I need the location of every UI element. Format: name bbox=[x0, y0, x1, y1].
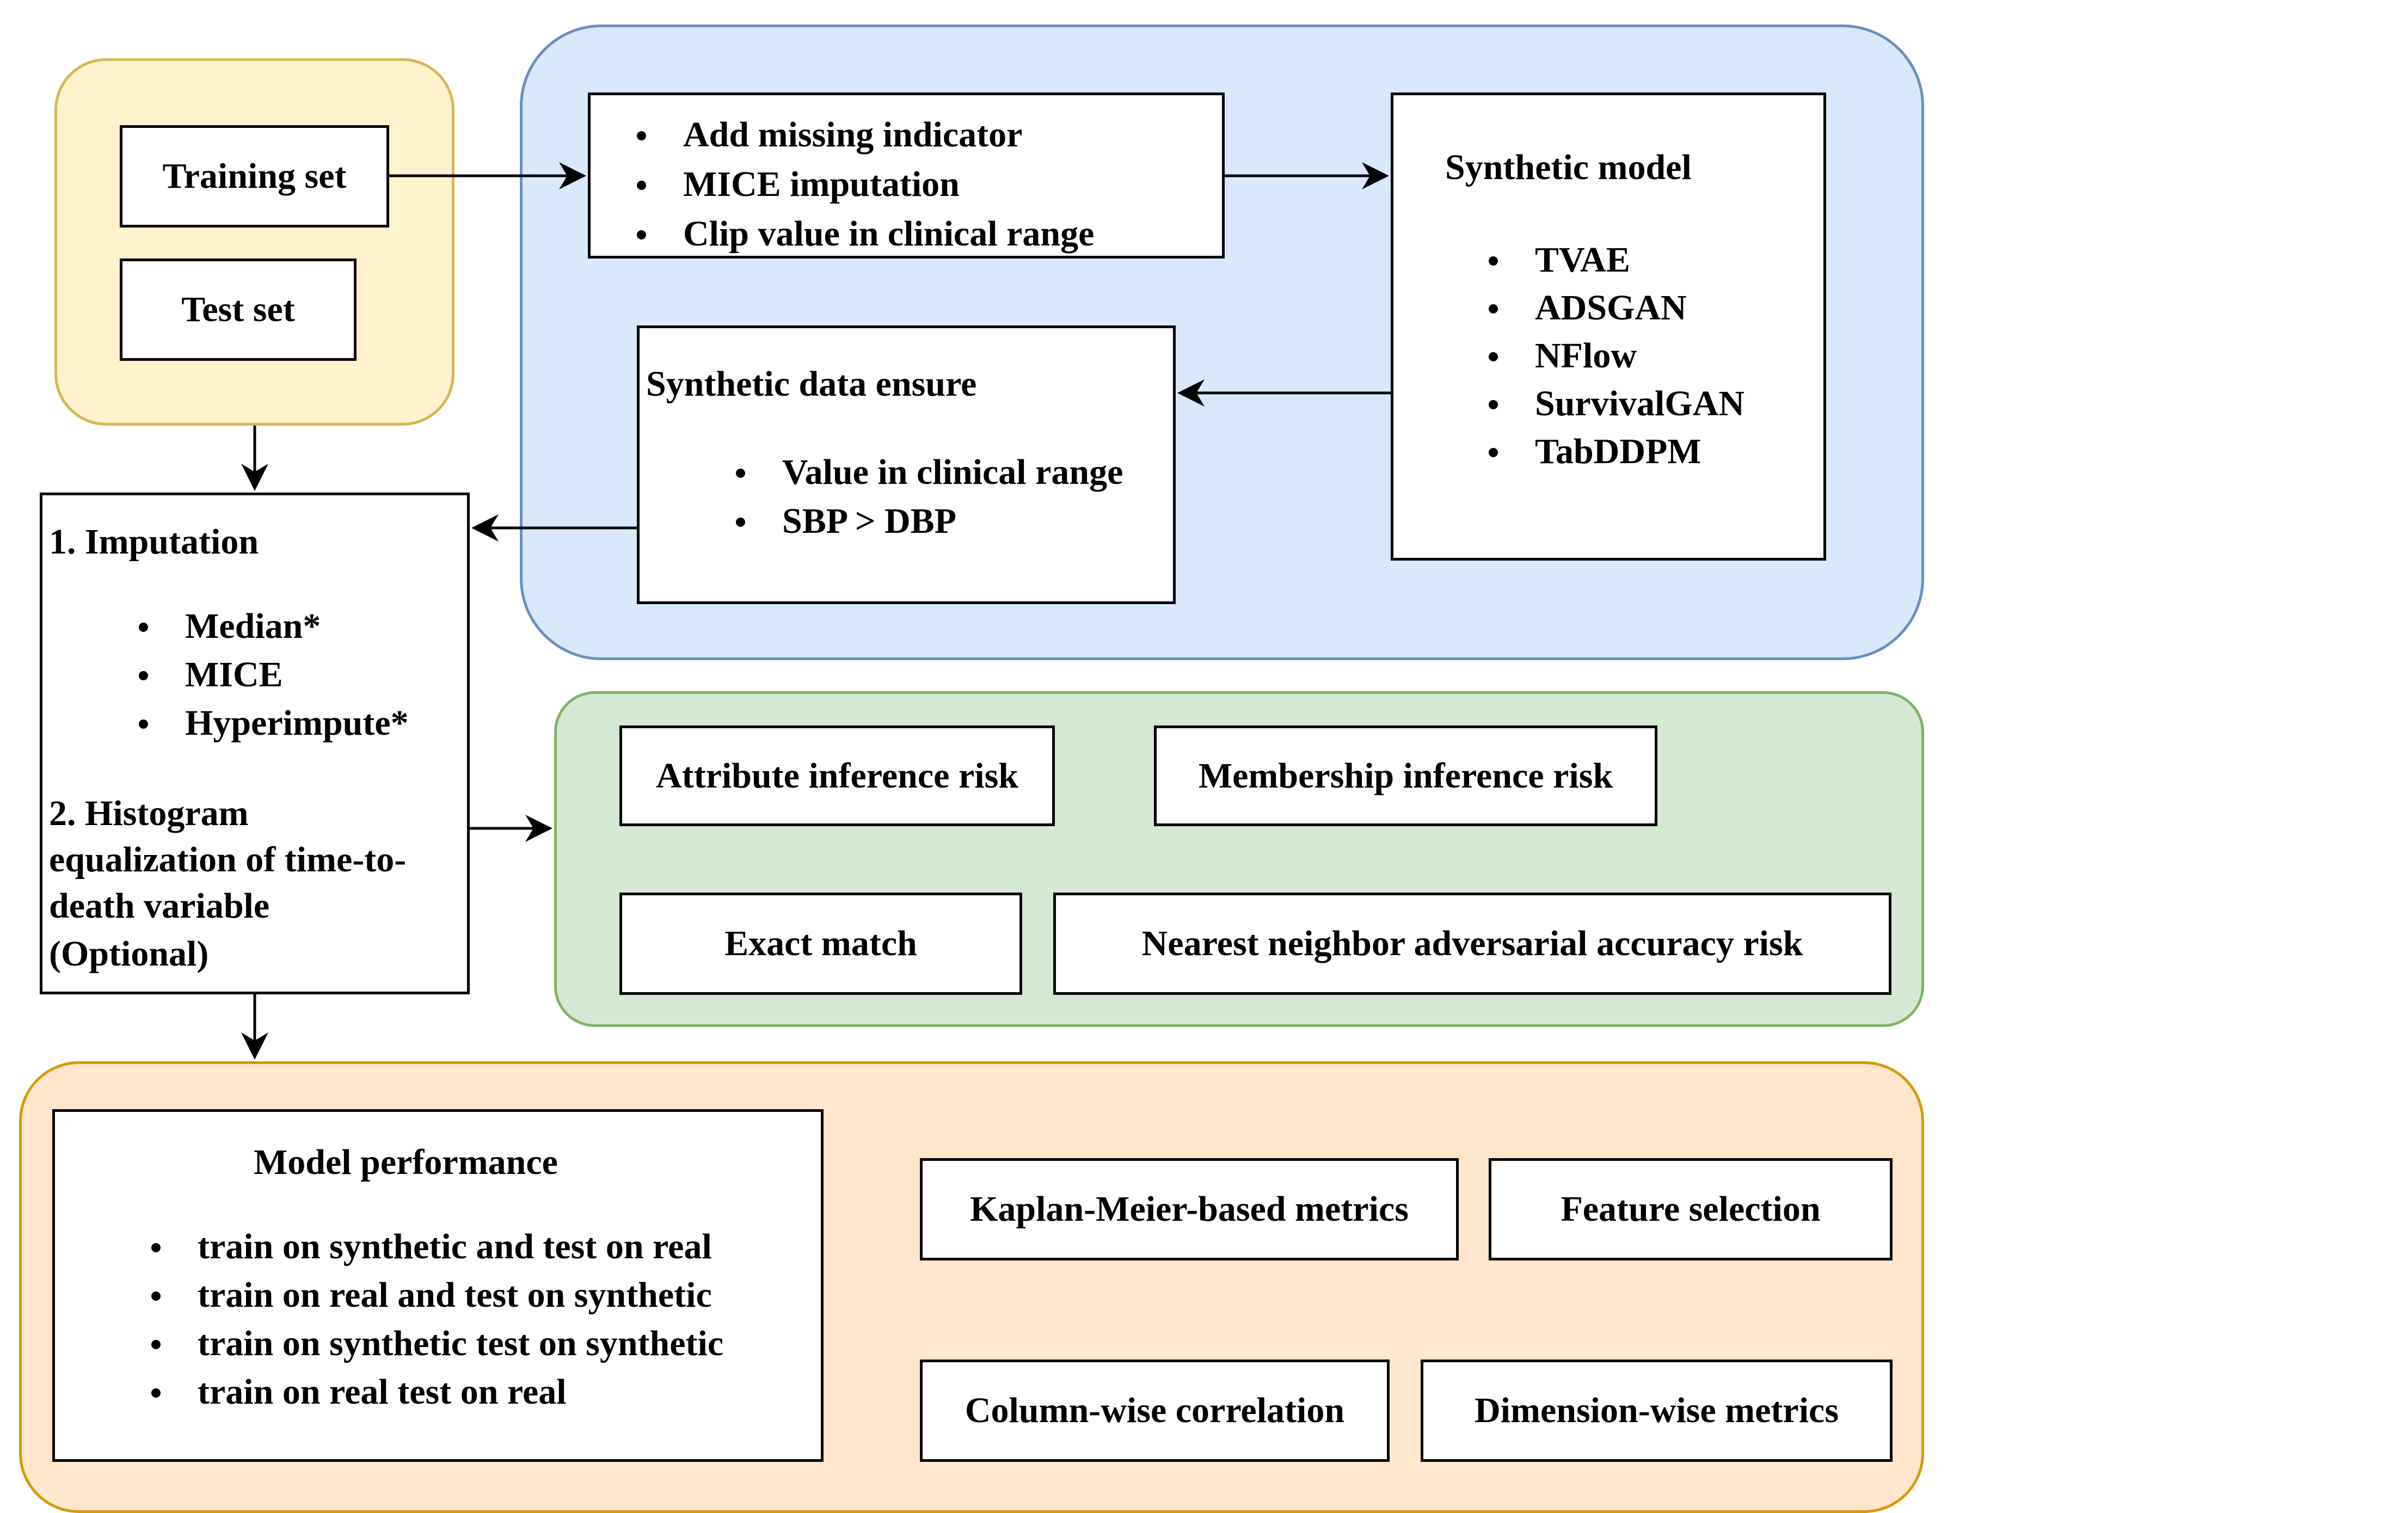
synthetic-data-ensure-list: Value in clinical range SBP > DBP bbox=[735, 452, 1123, 539]
list-item: Clip value in clinical range bbox=[636, 214, 1095, 254]
kaplan-meier-label: Kaplan-Meier-based metrics bbox=[970, 1189, 1409, 1229]
list-item: Hyperimpute* bbox=[139, 703, 409, 743]
test-set-box: Test set bbox=[120, 259, 357, 361]
membership-inference-box: Membership inference risk bbox=[1154, 725, 1657, 826]
list-item: ADSGAN bbox=[1488, 290, 1744, 326]
model-performance-box: Model performance train on synthetic and… bbox=[52, 1109, 824, 1462]
synthetic-data-ensure-title: Synthetic data ensure bbox=[646, 364, 977, 404]
list-item: Add missing indicator bbox=[636, 117, 1094, 153]
dimension-metrics-label: Dimension-wise metrics bbox=[1474, 1391, 1839, 1430]
feature-selection-label: Feature selection bbox=[1561, 1189, 1821, 1229]
list-item: TVAE bbox=[1488, 242, 1744, 278]
column-correlation-label: Column-wise correlation bbox=[965, 1391, 1345, 1430]
preprocessing-box: Add missing indicator MICE imputation Cl… bbox=[588, 93, 1225, 259]
exact-match-label: Exact match bbox=[724, 924, 917, 963]
nearest-neighbor-box: Nearest neighbor adversarial accuracy ri… bbox=[1053, 893, 1891, 995]
imputation-step-title: 1. Imputation bbox=[49, 522, 259, 562]
synthetic-model-title: Synthetic model bbox=[1445, 147, 1692, 187]
membership-inference-label: Membership inference risk bbox=[1198, 755, 1613, 796]
kaplan-meier-box: Kaplan-Meier-based metrics bbox=[920, 1158, 1459, 1260]
list-item: train on synthetic test on synthetic bbox=[151, 1324, 724, 1363]
imputation-methods-list: Median* MICE Hyperimpute* bbox=[139, 608, 409, 743]
list-item: Value in clinical range bbox=[735, 452, 1123, 492]
preprocessing-list: Add missing indicator MICE imputation Cl… bbox=[636, 117, 1095, 254]
training-set-box: Training set bbox=[120, 125, 389, 227]
column-correlation-box: Column-wise correlation bbox=[920, 1360, 1390, 1462]
model-performance-list: train on synthetic and test on real trai… bbox=[151, 1229, 724, 1410]
attribute-inference-label: Attribute inference risk bbox=[656, 755, 1018, 796]
dimension-metrics-box: Dimension-wise metrics bbox=[1421, 1360, 1893, 1462]
list-item: MICE bbox=[139, 657, 409, 693]
list-item: SBP > DBP bbox=[735, 503, 1123, 539]
list-item: SurvivalGAN bbox=[1488, 384, 1745, 423]
attribute-inference-box: Attribute inference risk bbox=[619, 725, 1055, 826]
exact-match-box: Exact match bbox=[619, 893, 1022, 995]
feature-selection-box: Feature selection bbox=[1489, 1158, 1893, 1260]
list-item: train on synthetic and test on real bbox=[151, 1229, 723, 1265]
synthetic-data-ensure-box: Synthetic data ensure Value in clinical … bbox=[637, 325, 1176, 604]
test-set-label: Test set bbox=[181, 290, 295, 329]
histogram-step-line: (Optional) bbox=[49, 934, 209, 974]
list-item: train on real test on real bbox=[151, 1374, 723, 1410]
postprocessing-box: 1. Imputation Median* MICE Hyperimpute* … bbox=[40, 493, 470, 994]
list-item: MICE imputation bbox=[636, 167, 1094, 202]
list-item: NFlow bbox=[1488, 338, 1744, 374]
synthetic-model-box: Synthetic model TVAE ADSGAN NFlow Surviv… bbox=[1391, 93, 1826, 561]
histogram-step-line: 2. Histogram bbox=[49, 794, 249, 833]
list-item: TabDDPM bbox=[1488, 434, 1744, 470]
nearest-neighbor-label: Nearest neighbor adversarial accuracy ri… bbox=[1141, 924, 1803, 963]
list-item: Median* bbox=[139, 608, 409, 644]
training-set-label: Training set bbox=[162, 156, 347, 196]
histogram-step-line: equalization of time-to- bbox=[49, 840, 407, 879]
synthetic-model-list: TVAE ADSGAN NFlow SurvivalGAN TabDDPM bbox=[1488, 242, 1745, 470]
list-item: train on real and test on synthetic bbox=[151, 1277, 723, 1313]
model-performance-title: Model performance bbox=[254, 1142, 558, 1182]
data-split-region bbox=[54, 58, 454, 426]
histogram-step-line: death variable bbox=[49, 886, 270, 926]
